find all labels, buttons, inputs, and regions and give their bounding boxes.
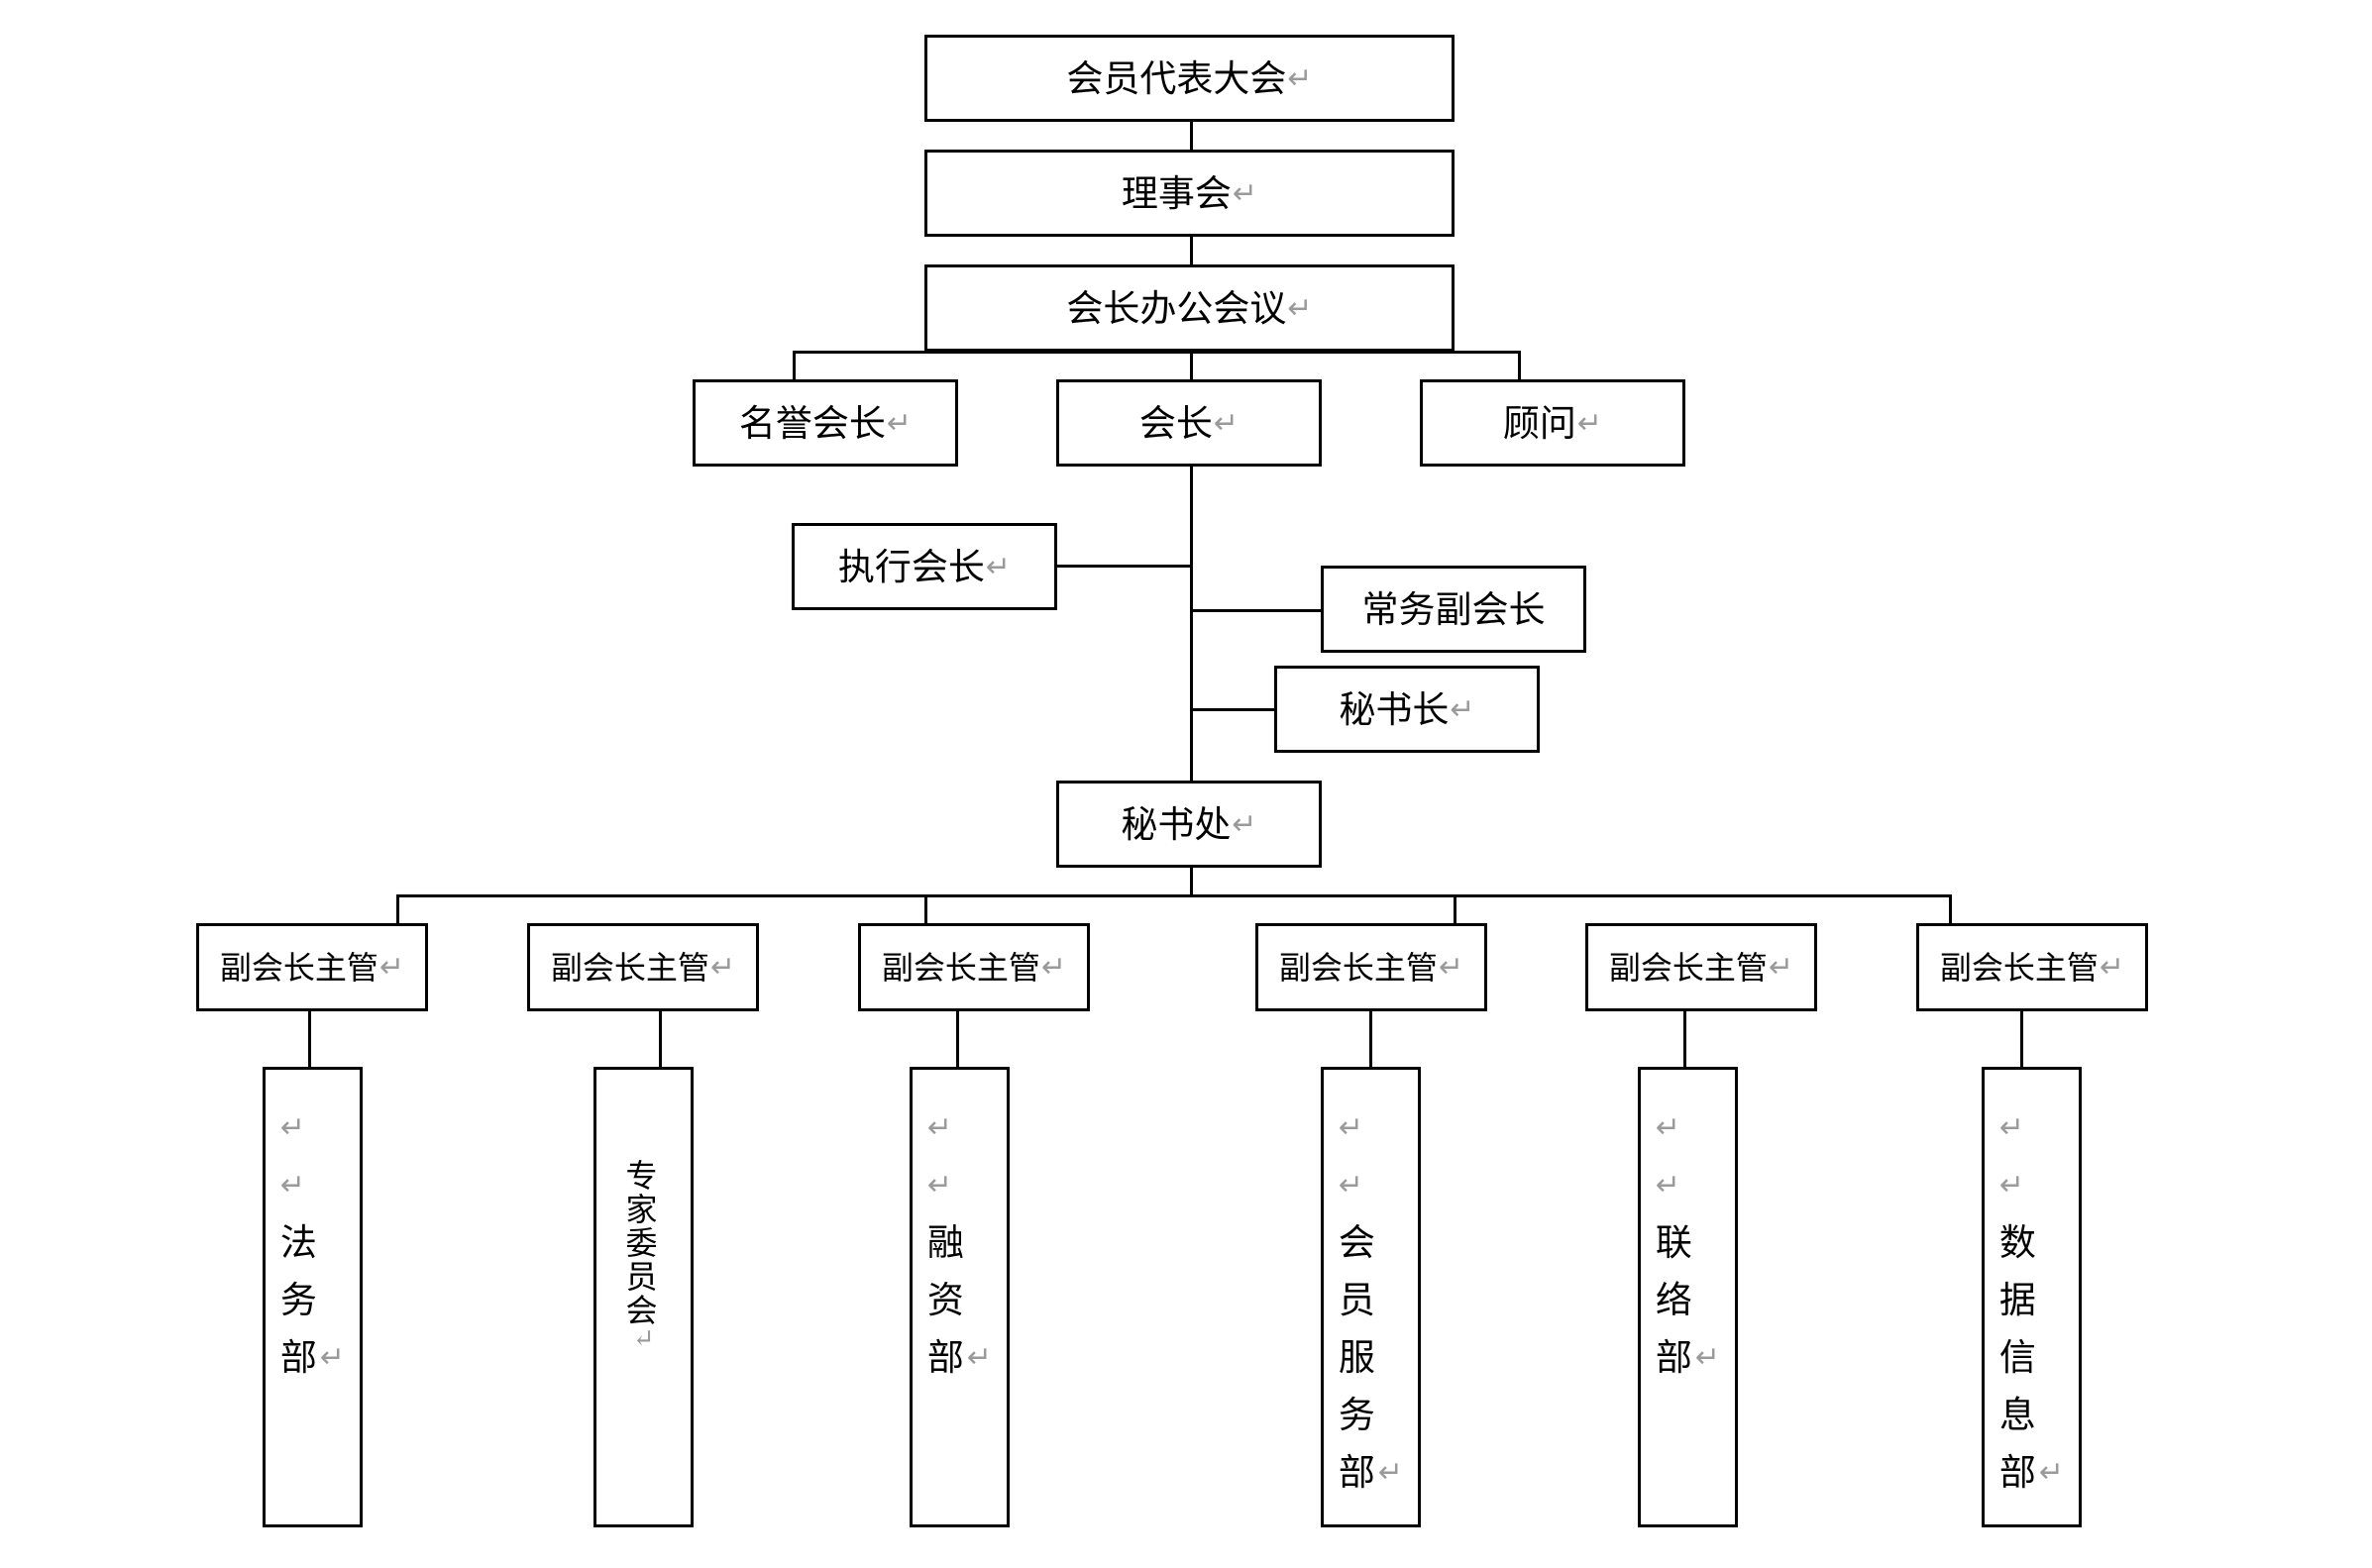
node-label: 顾问 [1502, 401, 1576, 445]
return-mark: ↵ [1998, 1110, 2025, 1145]
node-dept-financing: ↵ ↵ 融资部↵ [910, 1067, 1010, 1527]
return-mark: ↵ [378, 950, 405, 985]
node-secretariat: 秘书处↵ [1056, 781, 1322, 868]
connector [1190, 609, 1323, 612]
connector [1369, 1010, 1372, 1068]
return-mark: ↵ [1438, 950, 1464, 985]
node-president: 会长↵ [1056, 379, 1322, 467]
return-mark: ↵ [632, 1324, 655, 1354]
connector [1190, 708, 1275, 711]
node-board: 理事会↵ [924, 150, 1455, 237]
node-label: 会长 [1138, 401, 1213, 445]
connector [396, 894, 1952, 897]
return-mark: ↵ [1213, 405, 1240, 441]
return-mark: ↵ [1232, 175, 1258, 211]
return-mark: ↵ [1450, 691, 1475, 727]
return-mark: ↵ [966, 1340, 993, 1375]
connector [1190, 466, 1193, 781]
dept-label: 会员服务部 [1338, 1221, 1375, 1494]
connector [1518, 351, 1521, 380]
node-vp-supervisor: 副会长主管↵ [858, 923, 1090, 1011]
connector [924, 894, 927, 924]
connector [1949, 894, 1952, 924]
return-mark: ↵ [1232, 806, 1257, 842]
return-mark: ↵ [279, 1168, 306, 1202]
node-label: 副会长主管 [881, 948, 1040, 987]
node-dept-expert-committee: 专家委员会 ↵ [593, 1067, 694, 1527]
connector [659, 1010, 662, 1068]
connector [1190, 236, 1193, 265]
connector [1190, 867, 1193, 896]
return-mark: ↵ [279, 1110, 306, 1145]
node-label: 秘书处 [1121, 802, 1232, 846]
node-label: 会员代表大会 [1066, 56, 1287, 100]
connector [2020, 1010, 2023, 1068]
node-vp-supervisor: 副会长主管↵ [1916, 923, 2148, 1011]
node-standing-vp: 常务副会长 [1321, 566, 1586, 653]
return-mark: ↵ [1338, 1168, 1364, 1202]
node-label: 常务副会长 [1361, 587, 1546, 631]
connector [396, 894, 399, 924]
node-dept-liaison: ↵ ↵ 联络部↵ [1638, 1067, 1738, 1527]
connector [793, 351, 796, 380]
return-mark: ↵ [1655, 1110, 1681, 1145]
node-dept-member-service: ↵ ↵ 会员服务部↵ [1321, 1067, 1421, 1527]
node-vp-supervisor: 副会长主管↵ [1255, 923, 1487, 1011]
node-label: 秘书长 [1339, 687, 1450, 731]
node-dept-legal: ↵ ↵ 法务部↵ [263, 1067, 363, 1527]
node-label: 理事会 [1121, 171, 1232, 215]
return-mark: ↵ [1694, 1340, 1721, 1375]
dept-label: 融资部 [926, 1221, 964, 1379]
return-mark: ↵ [709, 950, 736, 985]
connector [308, 1010, 311, 1068]
return-mark: ↵ [319, 1340, 346, 1375]
return-mark: ↵ [1655, 1168, 1681, 1202]
connector [1056, 565, 1193, 568]
return-mark: ↵ [2099, 950, 2125, 985]
node-label: 副会长主管 [1939, 948, 2099, 987]
return-mark: ↵ [1377, 1455, 1404, 1490]
node-label: 副会长主管 [1608, 948, 1768, 987]
return-mark: ↵ [1998, 1168, 2025, 1202]
return-mark: ↵ [1287, 290, 1313, 326]
node-dept-data-info: ↵ ↵ 数据信息部↵ [1982, 1067, 2082, 1527]
return-mark: ↵ [1287, 60, 1313, 96]
node-label: 副会长主管 [219, 948, 378, 987]
node-label: 会长办公会议 [1066, 286, 1287, 330]
connector [1190, 121, 1193, 151]
return-mark: ↵ [1338, 1110, 1364, 1145]
dept-label: 联络部 [1655, 1221, 1692, 1379]
dept-label: 数据信息部 [1998, 1221, 2036, 1494]
return-mark: ↵ [1576, 405, 1603, 441]
node-secretary-general: 秘书长↵ [1274, 666, 1540, 753]
node-vp-supervisor: 副会长主管↵ [1585, 923, 1817, 1011]
node-honorary-president: 名誉会长↵ [693, 379, 958, 467]
connector [1190, 351, 1193, 380]
connector [793, 351, 1521, 354]
return-mark: ↵ [985, 549, 1012, 584]
return-mark: ↵ [1768, 950, 1794, 985]
node-advisor: 顾问↵ [1420, 379, 1685, 467]
node-label: 执行会长 [837, 545, 985, 588]
node-label: 副会长主管 [550, 948, 709, 987]
node-label: 名誉会长 [738, 401, 886, 445]
node-office-meeting: 会长办公会议↵ [924, 264, 1455, 352]
return-mark: ↵ [926, 1168, 953, 1202]
dept-label: 专家委员会 [625, 1157, 658, 1329]
node-vp-supervisor: 副会长主管↵ [527, 923, 759, 1011]
connector [956, 1010, 959, 1068]
return-mark: ↵ [926, 1110, 953, 1145]
node-executive-president: 执行会长↵ [792, 523, 1057, 610]
node-vp-supervisor: 副会长主管↵ [196, 923, 428, 1011]
connector [1683, 1010, 1686, 1068]
dept-label: 法务部 [279, 1221, 317, 1379]
connector [1454, 894, 1456, 924]
node-congress: 会员代表大会↵ [924, 35, 1455, 122]
node-label: 副会长主管 [1278, 948, 1438, 987]
return-mark: ↵ [2038, 1455, 2065, 1490]
return-mark: ↵ [1040, 950, 1067, 985]
return-mark: ↵ [886, 405, 913, 441]
